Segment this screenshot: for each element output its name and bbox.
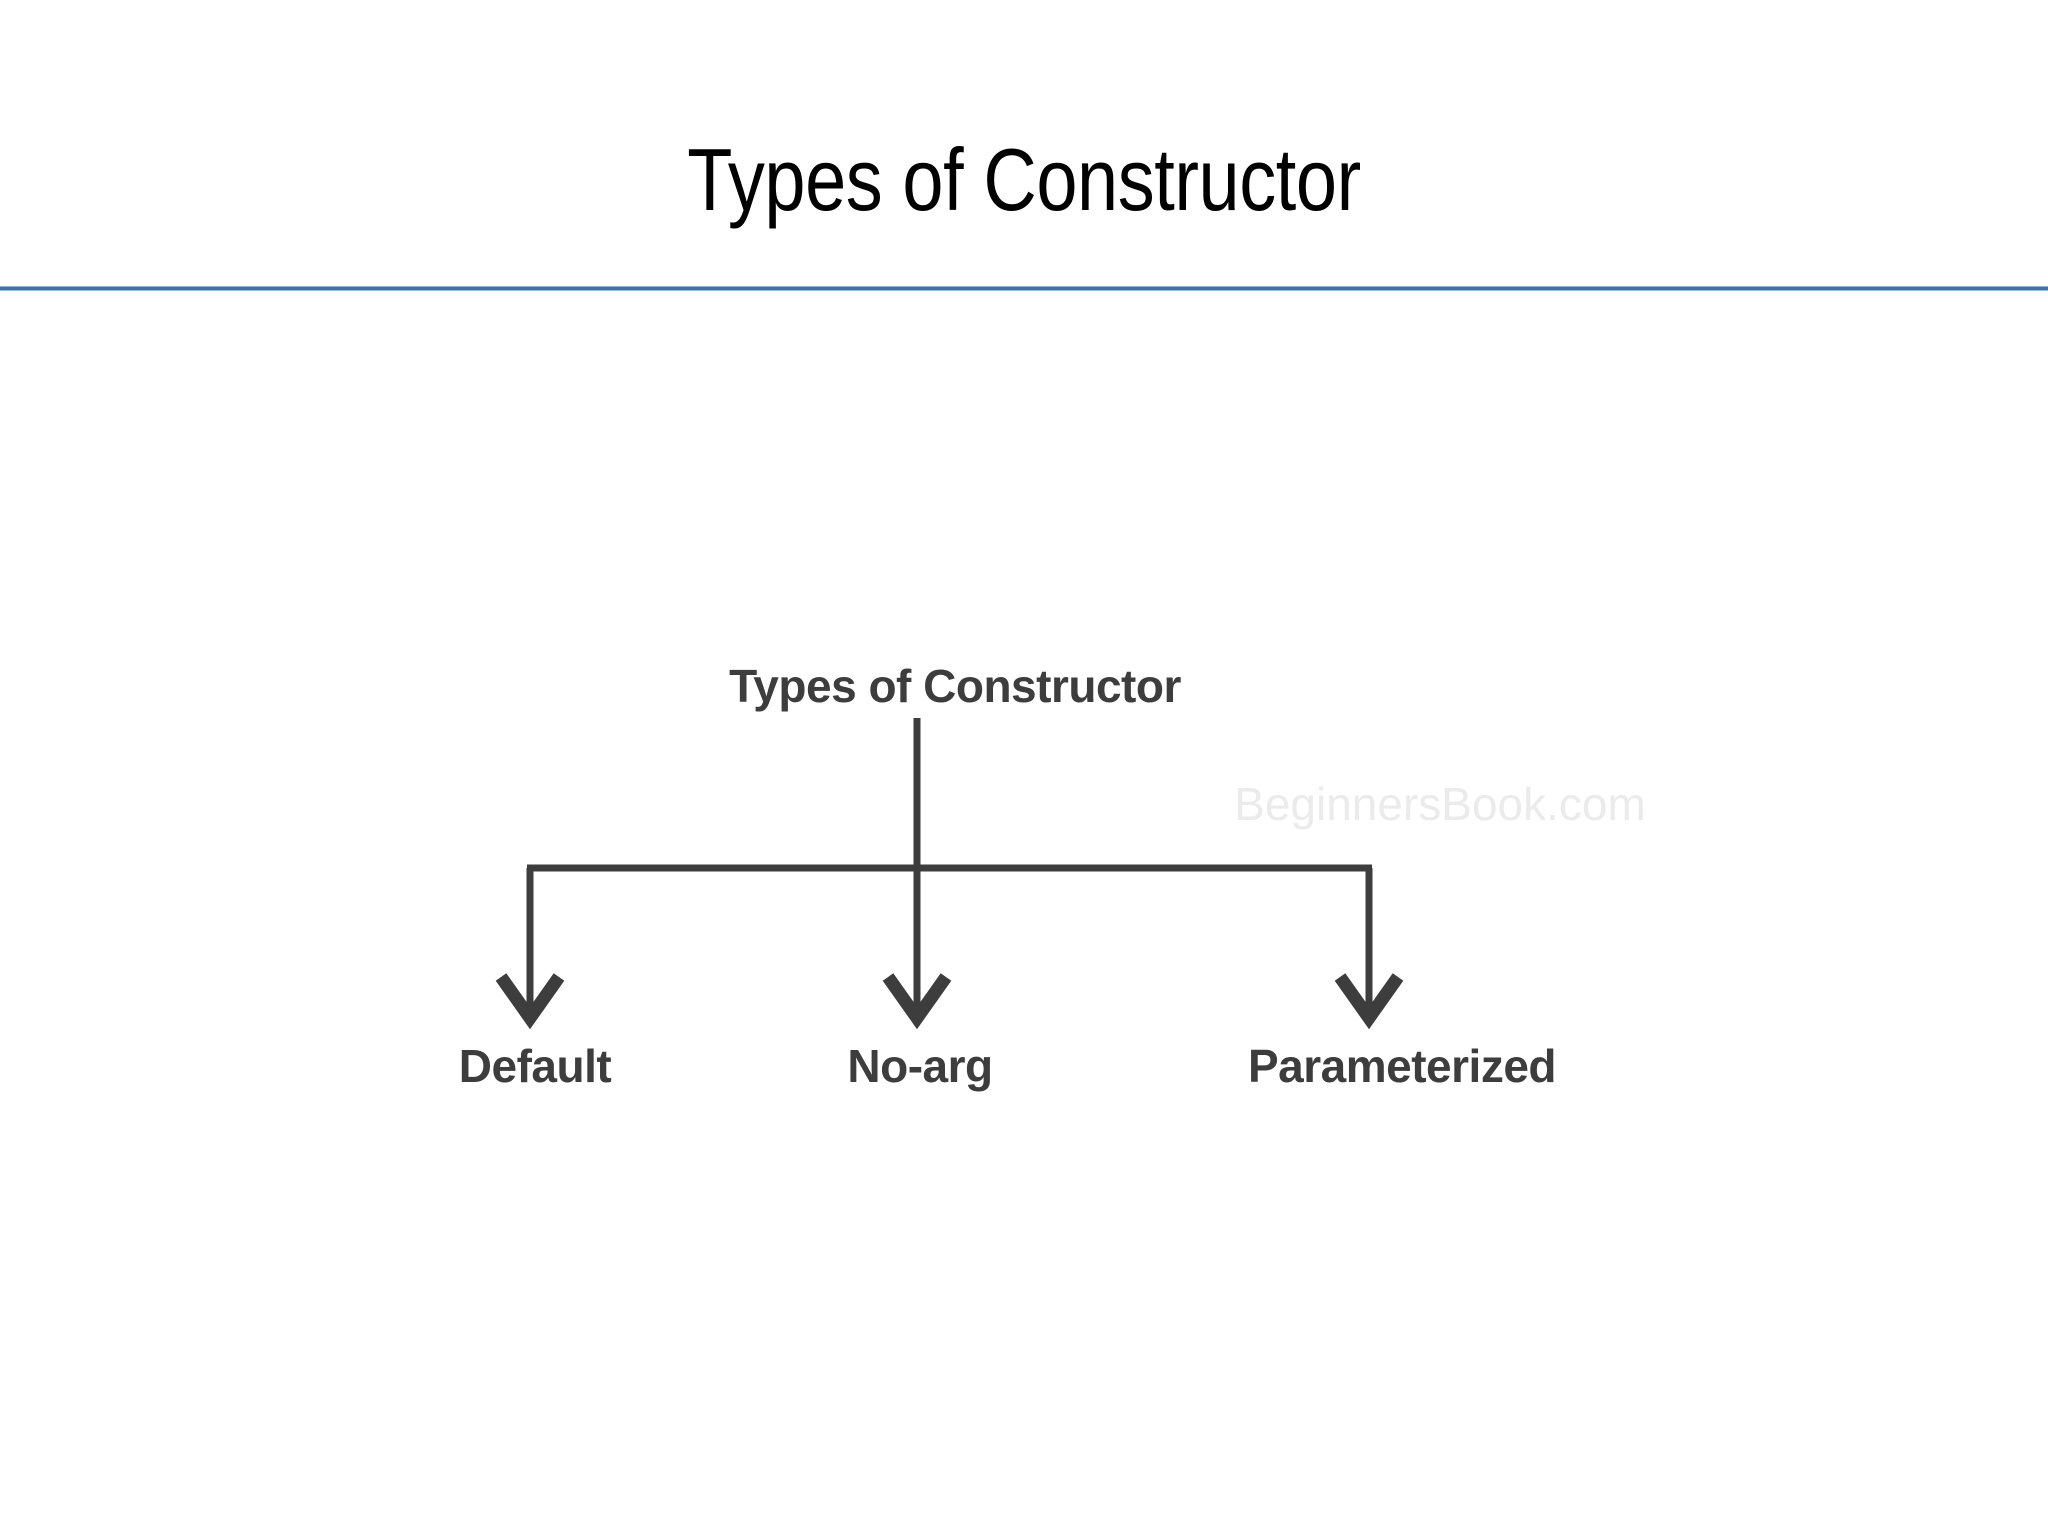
arrowhead-right (1334, 973, 1404, 1030)
divider-core (0, 287, 2048, 290)
diagram-root-label: Types of Constructor (729, 660, 1181, 712)
diagram-leaf-label-no-arg: No-arg (847, 1040, 992, 1092)
arrowhead-left (495, 973, 565, 1030)
page-title: Types of Constructor (687, 130, 1361, 229)
constructor-types-diagram: BeginnersBook.com Types of Constructor D… (330, 600, 1720, 1120)
watermark-text: BeginnersBook.com (1234, 778, 1646, 830)
diagram-leaf-label-parameterized: Parameterized (1248, 1040, 1556, 1092)
title-divider (0, 286, 2048, 291)
arrowhead-center (882, 973, 952, 1030)
divider-highlight-bottom (0, 290, 2048, 291)
diagram-svg: BeginnersBook.com Types of Constructor D… (459, 660, 1646, 1092)
diagram-leaf-label-default: Default (459, 1040, 612, 1092)
divider-highlight-top (0, 286, 2048, 287)
